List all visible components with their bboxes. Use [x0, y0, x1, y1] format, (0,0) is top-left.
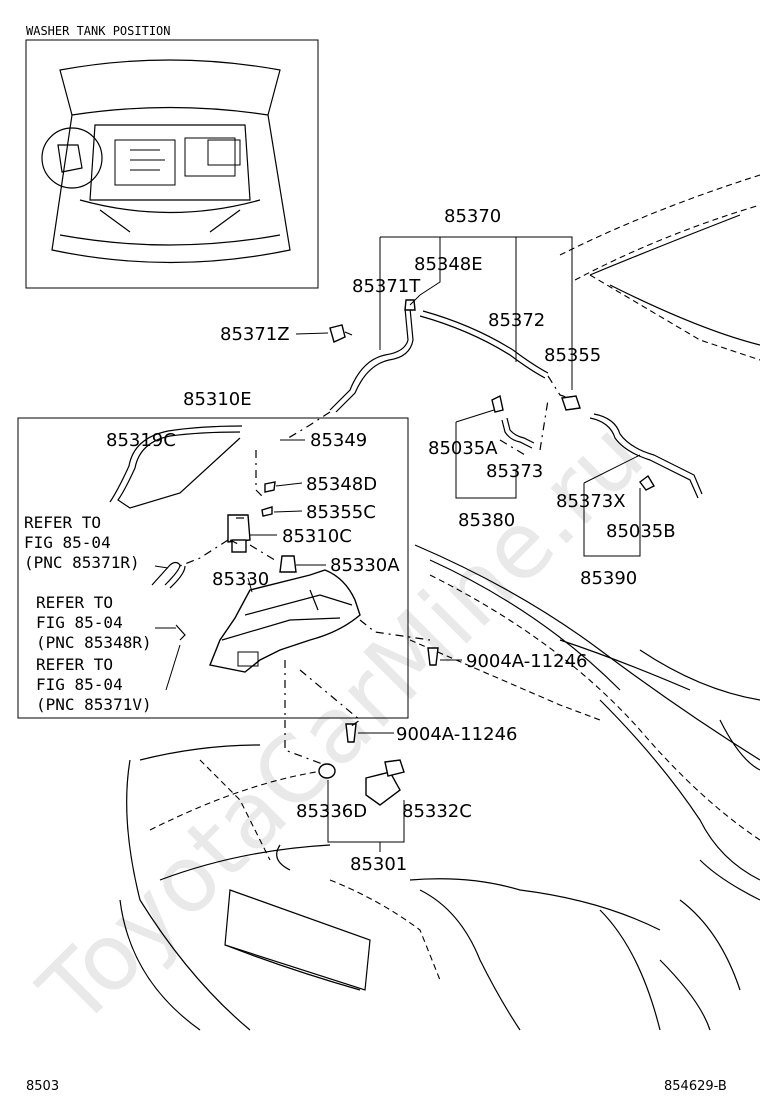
ref1-line1: REFER TO [24, 513, 101, 532]
label-85370: 85370 [444, 206, 501, 227]
washer-hoses [109, 307, 703, 641]
label-85310c: 85310C [282, 526, 352, 547]
label-85332c: 85332C [402, 801, 472, 822]
part-labels: 85370 85348E 85371T 85372 85371Z 85355 8… [106, 206, 676, 875]
label-85371z: 85371Z [220, 324, 290, 345]
ref3-line1: REFER TO [36, 655, 113, 674]
leader-lines [154, 236, 641, 852]
label-85348d: 85348D [306, 474, 377, 495]
label-85301: 85301 [350, 854, 407, 875]
ref2-line3: (PNC 85348R) [36, 633, 152, 652]
label-85390: 85390 [580, 568, 637, 589]
label-85380: 85380 [458, 510, 515, 531]
label-85330a: 85330A [330, 555, 400, 576]
label-85330: 85330 [212, 569, 269, 590]
washer-tank-position-inset: WASHER TANK POSITION [25, 24, 319, 289]
label-9004a-11246-lower: 9004A-11246 [396, 724, 517, 745]
label-85372: 85372 [488, 310, 545, 331]
inset-title: WASHER TANK POSITION [26, 24, 171, 38]
ref3-line2: FIG 85-04 [36, 675, 123, 694]
group-box-85310e [17, 417, 409, 719]
footer-diagram-id: 854629-B [664, 1079, 727, 1094]
ref2-line2: FIG 85-04 [36, 613, 123, 632]
label-85355: 85355 [544, 345, 601, 366]
label-85336d: 85336D [296, 801, 367, 822]
label-85035a: 85035A [428, 438, 498, 459]
label-85373x: 85373X [556, 491, 626, 512]
ref2-line1: REFER TO [36, 593, 113, 612]
label-85348e: 85348E [414, 254, 483, 275]
ref1-line2: FIG 85-04 [24, 533, 111, 552]
refer-notes: REFER TO FIG 85-04 (PNC 85371R) REFER TO… [24, 513, 152, 714]
label-85371t: 85371T [352, 276, 421, 297]
label-85035b: 85035B [606, 521, 676, 542]
label-85319c: 85319C [106, 430, 176, 451]
label-85373: 85373 [486, 461, 543, 482]
footer-page-code: 8503 [26, 1079, 59, 1094]
ref1-line3: (PNC 85371R) [24, 553, 140, 572]
assembly-lines [229, 399, 549, 766]
ref3-line3: (PNC 85371V) [36, 695, 152, 714]
fittings [227, 299, 655, 806]
label-85310e: 85310E [183, 389, 252, 410]
vehicle-outline [119, 174, 760, 1031]
label-9004a-11246-upper: 9004A-11246 [466, 651, 587, 672]
washer-tank [209, 569, 361, 673]
label-85349: 85349 [310, 430, 367, 451]
label-85355c: 85355C [306, 502, 376, 523]
